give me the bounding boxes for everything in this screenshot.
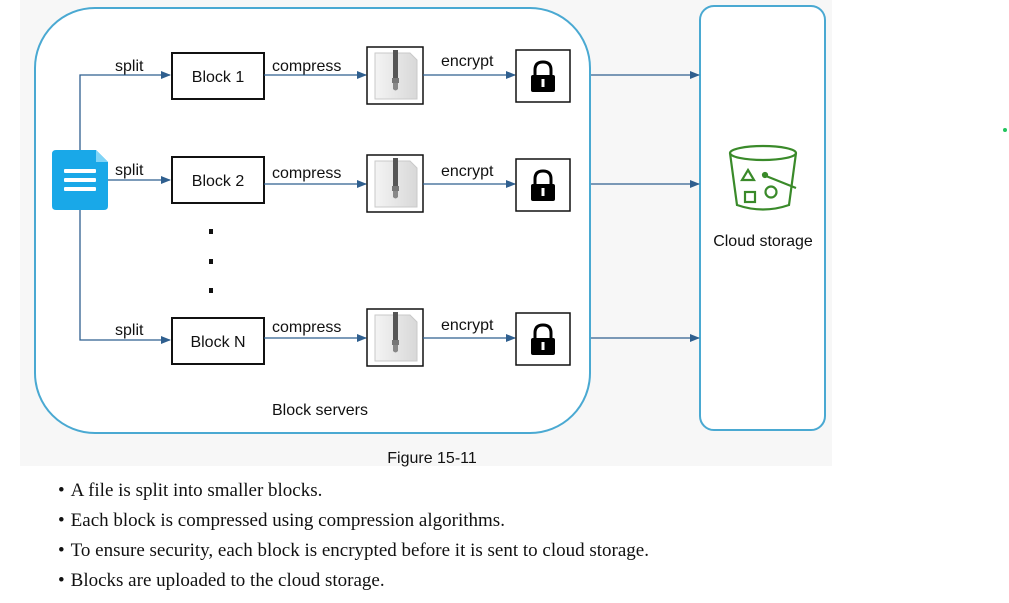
bullet-marker: • <box>58 540 65 561</box>
lock-icon <box>515 312 571 366</box>
bullet-list: •A file is split into smaller blocks. •E… <box>58 476 649 596</box>
row-block-2: split Block 2 compress encrypt <box>115 154 700 213</box>
split-label: split <box>115 162 144 179</box>
bullet-marker: • <box>58 570 65 591</box>
compress-label: compress <box>272 319 341 336</box>
bullet-marker: • <box>58 510 65 531</box>
block-box <box>171 52 265 100</box>
more-blocks-ellipsis <box>209 229 213 293</box>
bullet-item: •A file is split into smaller blocks. <box>58 476 649 506</box>
split-arrow-n <box>79 210 171 344</box>
block-label: Block 1 <box>192 69 245 86</box>
block-servers-label: Block servers <box>272 402 368 419</box>
bullet-item: •Each block is compressed using compress… <box>58 506 649 536</box>
zip-archive-icon <box>366 154 424 213</box>
lock-icon <box>515 158 571 212</box>
block-box <box>171 317 265 365</box>
encrypt-label: encrypt <box>441 317 494 334</box>
cloud-storage-label: Cloud storage <box>713 233 813 250</box>
row-block-1: split Block 1 compress encrypt <box>115 46 700 105</box>
bullet-text: A file is split into smaller blocks. <box>70 480 323 501</box>
block-box <box>171 156 265 204</box>
encrypt-label: encrypt <box>441 163 494 180</box>
split-arrow-1 <box>79 71 171 150</box>
split-label: split <box>115 322 144 339</box>
bullet-text: To ensure security, each block is encryp… <box>70 540 649 561</box>
row-block-n: split Block N compress encrypt <box>115 308 700 367</box>
bullet-item: •Blocks are uploaded to the cloud storag… <box>58 566 649 596</box>
encrypt-label: encrypt <box>441 53 494 70</box>
bullet-marker: • <box>58 480 65 501</box>
bullet-text: Each block is compressed using compressi… <box>70 510 505 531</box>
lock-icon <box>515 49 571 103</box>
compress-label: compress <box>272 58 341 75</box>
block-label: Block N <box>190 334 245 351</box>
figure-caption: Figure 15-11 <box>387 450 477 467</box>
split-connectors <box>79 71 171 344</box>
file-icon <box>52 150 108 210</box>
storage-bucket-icon <box>728 144 798 211</box>
bullet-text: Blocks are uploaded to the cloud storage… <box>70 570 385 591</box>
bullet-item: •To ensure security, each block is encry… <box>58 536 649 566</box>
green-dot <box>1003 128 1007 132</box>
split-label: split <box>115 58 144 75</box>
cloud-storage-container <box>699 5 826 431</box>
compress-label: compress <box>272 165 341 182</box>
block-label: Block 2 <box>192 173 245 190</box>
architecture-diagram: split Block 1 compress encrypt split Blo… <box>34 5 1007 467</box>
zip-archive-icon <box>366 308 424 367</box>
zip-archive-icon <box>366 46 424 105</box>
